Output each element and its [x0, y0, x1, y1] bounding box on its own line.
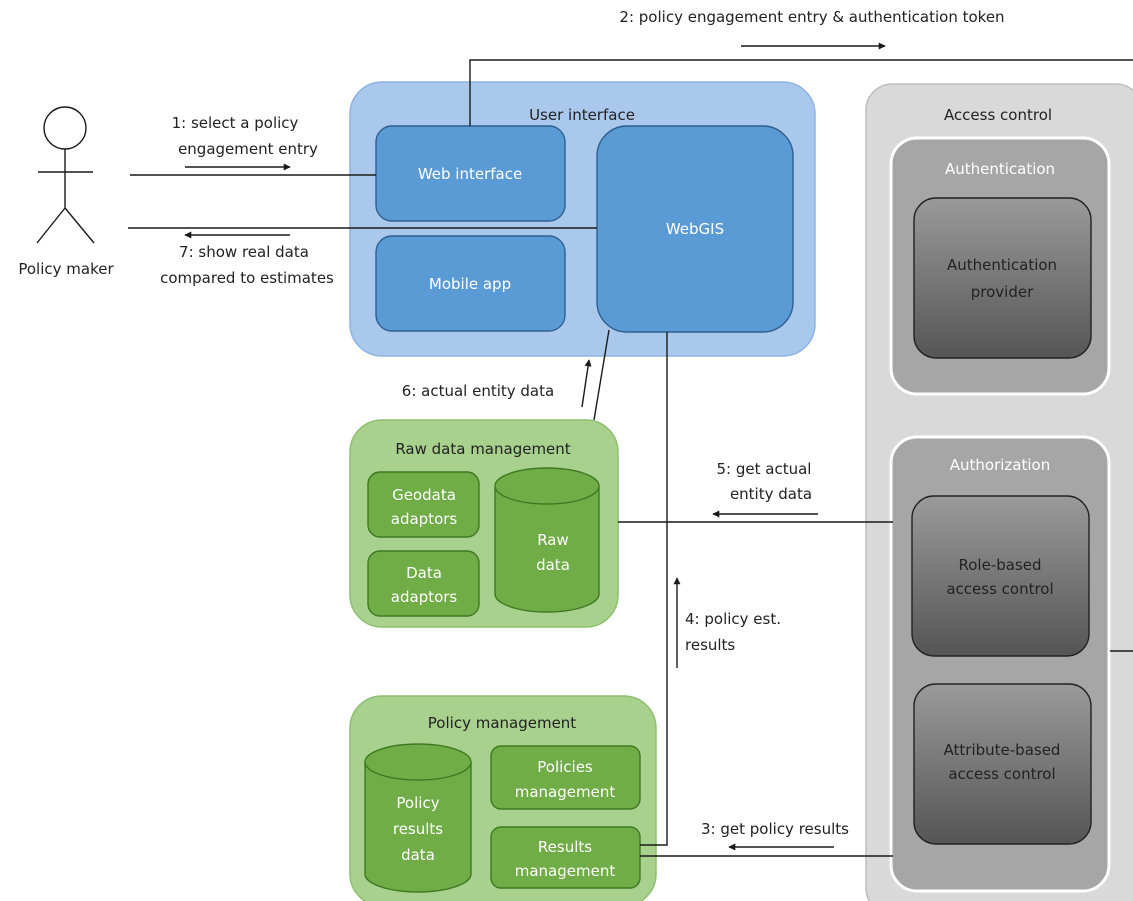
data-adaptors-line2: adaptors — [391, 588, 458, 606]
policy-maker-actor — [36, 106, 95, 244]
step2-label: 2: policy engagement entry & authenticat… — [619, 8, 1004, 26]
raw-data-line2: data — [536, 556, 570, 574]
geodata-adaptors-line2: adaptors — [391, 510, 458, 528]
geodata-adaptors-line1: Geodata — [392, 486, 456, 504]
abac-line1: Attribute-based — [944, 741, 1061, 759]
step6-label: 6: actual entity data — [402, 382, 554, 400]
abac-box — [913, 683, 1092, 845]
authorization-panel: Authorization Role-based access control … — [889, 435, 1111, 893]
web-interface-label: Web interface — [418, 165, 522, 183]
abac-line2: access control — [948, 765, 1055, 783]
step1-line2: engagement entry — [178, 140, 318, 158]
step7-line2: compared to estimates — [160, 269, 334, 287]
results-management-line1: Results — [538, 838, 592, 856]
authentication-provider-box — [913, 197, 1092, 359]
step4-line1: 4: policy est. — [685, 610, 781, 628]
step4-line2: results — [685, 636, 735, 654]
policies-management-line1: Policies — [537, 758, 593, 776]
raw-data-management-title: Raw data management — [395, 440, 570, 458]
policies-management-box — [490, 745, 641, 810]
connector-webgis-raw — [593, 329, 610, 421]
data-adaptors-box — [367, 550, 480, 617]
raw-data-cylinder — [494, 467, 600, 613]
arrow-step6 — [581, 359, 592, 408]
authentication-panel: Authentication Authentication provider — [889, 136, 1111, 396]
results-management-box — [490, 826, 641, 889]
policy-management-panel: Policy management Policy results data Po… — [349, 695, 657, 901]
policy-results-line2: results — [393, 820, 443, 838]
authorization-title: Authorization — [950, 456, 1050, 474]
step7-line1: 7: show real data — [179, 243, 309, 261]
authentication-title: Authentication — [945, 160, 1055, 178]
step1-line1: 1: select a policy — [172, 114, 299, 132]
user-interface-panel: User interface Web interface Mobile app … — [349, 81, 816, 357]
policy-maker-label: Policy maker — [18, 260, 114, 278]
webgis-label: WebGIS — [666, 220, 724, 238]
step5-line2: entity data — [730, 485, 812, 503]
data-adaptors-line1: Data — [406, 564, 442, 582]
webgis-box — [596, 125, 794, 333]
policies-management-line2: management — [515, 783, 616, 801]
step3-label: 3: get policy results — [701, 820, 849, 838]
policy-results-line3: data — [401, 846, 435, 864]
mobile-app-label: Mobile app — [429, 275, 511, 293]
authentication-provider-line2: provider — [971, 283, 1034, 301]
results-management-line2: management — [515, 862, 616, 880]
policy-management-title: Policy management — [428, 714, 577, 732]
raw-data-management-panel: Raw data management Geodata adaptors Dat… — [349, 419, 619, 628]
rbac-line2: access control — [946, 580, 1053, 598]
policy-results-cylinder — [364, 743, 472, 893]
rbac-line1: Role-based — [958, 556, 1041, 574]
step5-line1: 5: get actual — [717, 460, 812, 478]
raw-data-line1: Raw — [537, 531, 569, 549]
geodata-adaptors-box — [367, 471, 480, 538]
mobile-app-box — [375, 235, 566, 332]
connector-webgis-results — [640, 332, 668, 846]
policy-results-line1: Policy — [396, 794, 439, 812]
user-interface-title: User interface — [529, 106, 635, 124]
authentication-provider-line1: Authentication — [947, 256, 1057, 274]
connector-web-access — [469, 59, 1133, 126]
rbac-box — [911, 495, 1090, 657]
access-control-title: Access control — [944, 106, 1052, 124]
